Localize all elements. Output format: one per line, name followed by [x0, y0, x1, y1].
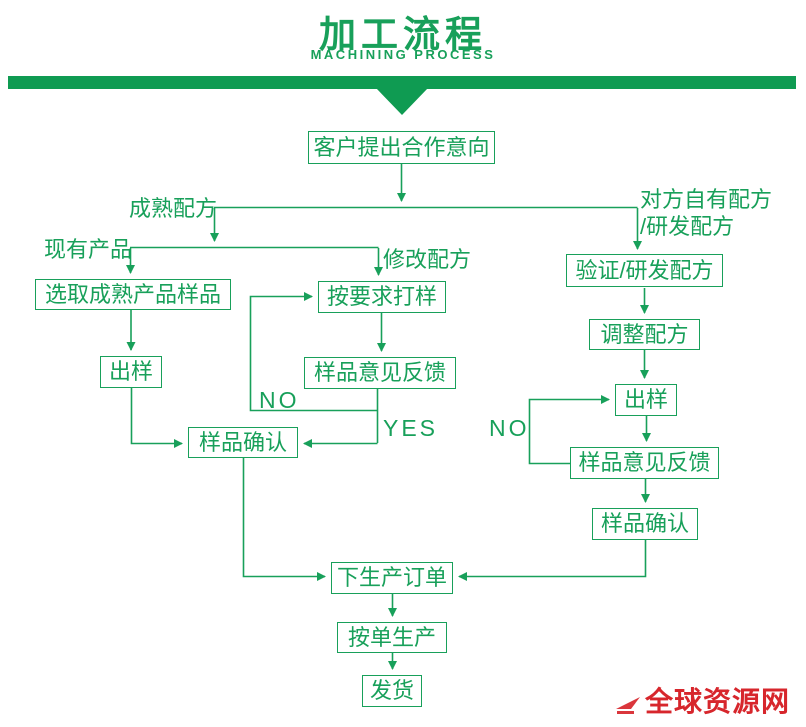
node-ship: 发货 — [362, 675, 422, 707]
label-modify-formula: 修改配方 — [383, 247, 472, 272]
label-own-formula-line2: /研发配方 — [640, 214, 735, 239]
node-verify-develop-formula: 验证/研发配方 — [566, 254, 723, 287]
page-title: 加工流程 — [319, 14, 487, 55]
edge-no-loop-mid — [249, 292, 378, 412]
label-mature-formula: 成熟配方 — [129, 196, 218, 221]
label-yes-mid: YES — [383, 415, 439, 441]
header-divider-bar — [8, 76, 796, 89]
label-no-right: NO — [489, 415, 530, 441]
node-produce-by-order: 按单生产 — [337, 622, 447, 653]
node-customer-intent: 客户提出合作意向 — [308, 131, 495, 164]
node-sample-confirm-mid: 样品确认 — [188, 427, 298, 458]
node-adjust-formula: 调整配方 — [589, 319, 700, 350]
node-sample-confirm-right: 样品确认 — [592, 508, 698, 540]
label-no-mid: NO — [259, 387, 300, 413]
node-production-order: 下生产订单 — [331, 562, 453, 594]
site-logo-icon — [616, 697, 640, 714]
site-watermark-text: 全球资源网 — [645, 686, 791, 717]
node-proof-on-request: 按要求打样 — [318, 281, 446, 313]
node-sample-out-left: 出样 — [100, 356, 162, 388]
node-sample-feedback-right: 样品意见反馈 — [570, 447, 719, 479]
edge-no-loop-right — [528, 395, 610, 465]
site-watermark: 全球资源网 — [612, 680, 790, 720]
page-subtitle: MACHINING PROCESS — [310, 47, 496, 62]
node-sample-out-right: 出样 — [615, 384, 677, 416]
label-own-formula: 对方自有配方 /研发配方 — [640, 186, 772, 240]
edge-confirm-to-order — [242, 457, 326, 581]
edge-confirm-right-to-order — [458, 540, 647, 581]
edge-sampleout-to-confirm — [130, 387, 183, 448]
node-sample-feedback-mid: 样品意见反馈 — [304, 357, 456, 389]
header-arrow-icon — [376, 88, 428, 115]
node-select-mature-sample: 选取成熟产品样品 — [35, 279, 231, 310]
label-own-formula-line1: 对方自有配方 — [640, 187, 773, 212]
label-existing-product: 现有产品 — [44, 237, 133, 262]
